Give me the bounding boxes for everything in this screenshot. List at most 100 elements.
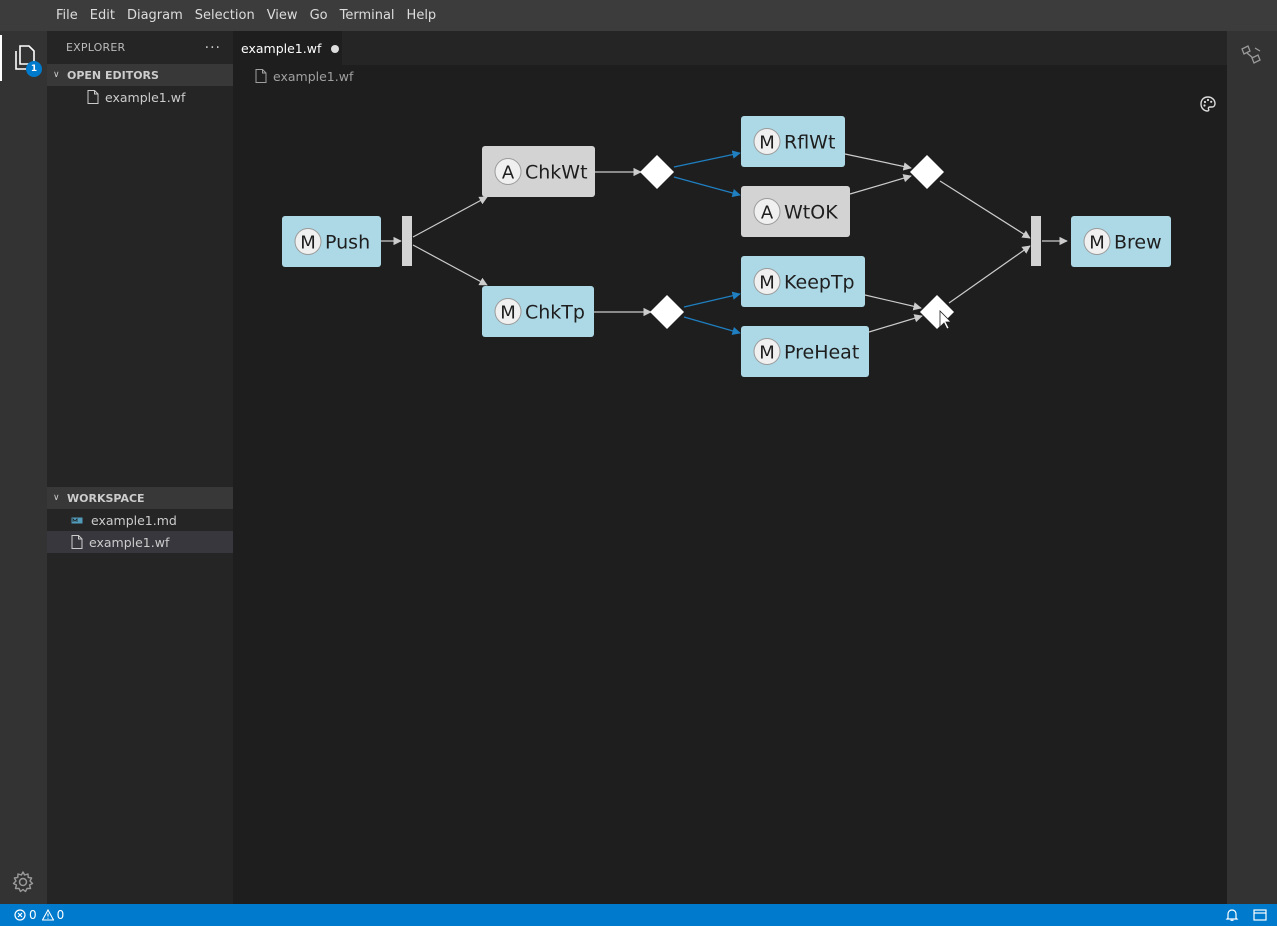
edge-fork-chkwt[interactable] (412, 196, 488, 238)
menu-selection[interactable]: Selection (194, 8, 255, 23)
chevron-down-icon: ∨ (53, 70, 60, 80)
explorer-sidebar: EXPLORER ··· ∨ OPEN EDITORS example1.wf … (47, 31, 233, 904)
edge-gateway-keeptp[interactable] (683, 291, 741, 308)
menu-view[interactable]: View (266, 8, 298, 23)
node-label: PreHeat (784, 342, 859, 364)
editor-tab-bar: example1.wf (233, 31, 1227, 65)
node-type-letter: M (759, 273, 775, 294)
workspace-file-wf-label: example1.wf (89, 534, 170, 550)
edge-merge-join-top[interactable] (939, 180, 1031, 239)
error-count: 0 (29, 908, 37, 922)
decision-gateway-temp[interactable] (650, 295, 684, 329)
node-box (741, 256, 865, 307)
file-icon (255, 69, 267, 83)
open-editor-item[interactable]: example1.wf (47, 86, 233, 108)
explorer-title: EXPLORER (66, 41, 126, 54)
join-bar[interactable] (1031, 216, 1041, 266)
edge-gateway-wtok[interactable] (673, 176, 741, 198)
menu-diagram[interactable]: Diagram (126, 8, 183, 23)
manage-button[interactable] (9, 868, 37, 896)
edge-fork-chktp[interactable] (412, 244, 488, 286)
menu-help[interactable]: Help (406, 8, 437, 23)
node-rflwt[interactable]: M RflWt (741, 116, 845, 167)
node-type-letter: A (502, 163, 515, 184)
menu-terminal[interactable]: Terminal (339, 8, 395, 23)
file-icon (71, 535, 83, 549)
node-type-letter: M (759, 133, 775, 154)
edge-keeptp-merge[interactable] (864, 294, 922, 311)
node-type-badge (753, 128, 781, 155)
tab-example1-wf[interactable]: example1.wf (233, 31, 342, 65)
node-type-letter: M (759, 343, 775, 364)
node-preheat[interactable]: M PreHeat (741, 326, 869, 377)
explorer-activity-button[interactable]: 1 (0, 35, 47, 81)
workspace-file-md[interactable]: example1.md (47, 509, 233, 531)
node-chkwt[interactable]: A ChkWt (482, 146, 595, 197)
workspace-section-header[interactable]: ∨ WORKSPACE (47, 487, 233, 509)
edge-gateway-preheat[interactable] (683, 316, 741, 335)
menu-edit[interactable]: Edit (89, 8, 115, 23)
bell-icon[interactable] (1225, 908, 1239, 922)
warning-count: 0 (56, 908, 65, 922)
merge-gateway-weight[interactable] (910, 155, 944, 189)
open-editors-label: OPEN EDITORS (67, 68, 159, 82)
decision-gateway-weight[interactable] (640, 155, 674, 189)
node-type-badge (494, 158, 522, 185)
diagram-edges (381, 150, 1068, 335)
mouse-cursor-icon (939, 310, 952, 330)
workspace-file-wf[interactable]: example1.wf (47, 531, 233, 553)
activity-bar: 1 (0, 31, 47, 904)
node-label: Brew (1114, 232, 1162, 254)
edge-merge-join-bottom[interactable] (948, 245, 1031, 304)
palette-icon[interactable] (1199, 95, 1217, 113)
chevron-down-icon: ∨ (53, 493, 60, 503)
node-label: KeepTp (784, 272, 855, 294)
unsaved-dot-icon[interactable] (331, 44, 340, 53)
node-type-badge (294, 228, 322, 255)
node-keeptp[interactable]: M KeepTp (741, 256, 865, 307)
node-type-letter: M (1089, 233, 1105, 254)
layout-panel-icon[interactable] (1253, 908, 1267, 922)
node-label: ChkWt (525, 162, 588, 184)
node-type-badge (753, 198, 781, 225)
menu-go[interactable]: Go (309, 8, 328, 23)
edge-preheat-merge[interactable] (868, 314, 923, 333)
right-sidebar (1227, 31, 1277, 904)
fork-bar[interactable] (402, 216, 412, 266)
file-icon (87, 90, 99, 104)
node-type-letter: A (761, 203, 774, 224)
node-type-badge (494, 298, 522, 325)
node-wtok[interactable]: A WtOK (741, 186, 850, 237)
error-icon (14, 909, 26, 921)
edge-rflwt-merge[interactable] (844, 153, 912, 171)
node-label: RflWt (784, 132, 835, 154)
warning-icon (41, 909, 54, 921)
markdown-icon (71, 517, 83, 523)
merge-gateway-temp[interactable] (920, 295, 954, 329)
edge-gateway-rflwt[interactable] (673, 150, 741, 168)
node-chktp[interactable]: M ChkTp (482, 286, 594, 337)
problems-indicator[interactable]: 0 0 (14, 908, 64, 922)
menubar: File Edit Diagram Selection View Go Term… (0, 0, 1277, 31)
open-editor-label: example1.wf (105, 89, 186, 105)
node-label: WtOK (784, 202, 838, 224)
gear-icon (12, 871, 34, 893)
diagram-outline-icon[interactable] (1239, 44, 1263, 68)
more-actions-button[interactable]: ··· (204, 39, 221, 56)
edge-wtok-merge[interactable] (849, 174, 912, 195)
node-type-letter: M (500, 303, 516, 324)
explorer-header: EXPLORER ··· (47, 31, 233, 64)
node-label: ChkTp (525, 302, 585, 324)
breadcrumb-item[interactable]: example1.wf (273, 68, 354, 84)
menu-file[interactable]: File (56, 8, 78, 23)
node-box (741, 326, 869, 377)
workspace-section: ∨ WORKSPACE example1.md example1.wf (47, 487, 233, 553)
workspace-file-md-label: example1.md (91, 512, 177, 528)
node-type-badge (753, 268, 781, 295)
open-editors-section-header[interactable]: ∨ OPEN EDITORS (47, 64, 233, 86)
node-brew[interactable]: M Brew (1071, 216, 1171, 267)
